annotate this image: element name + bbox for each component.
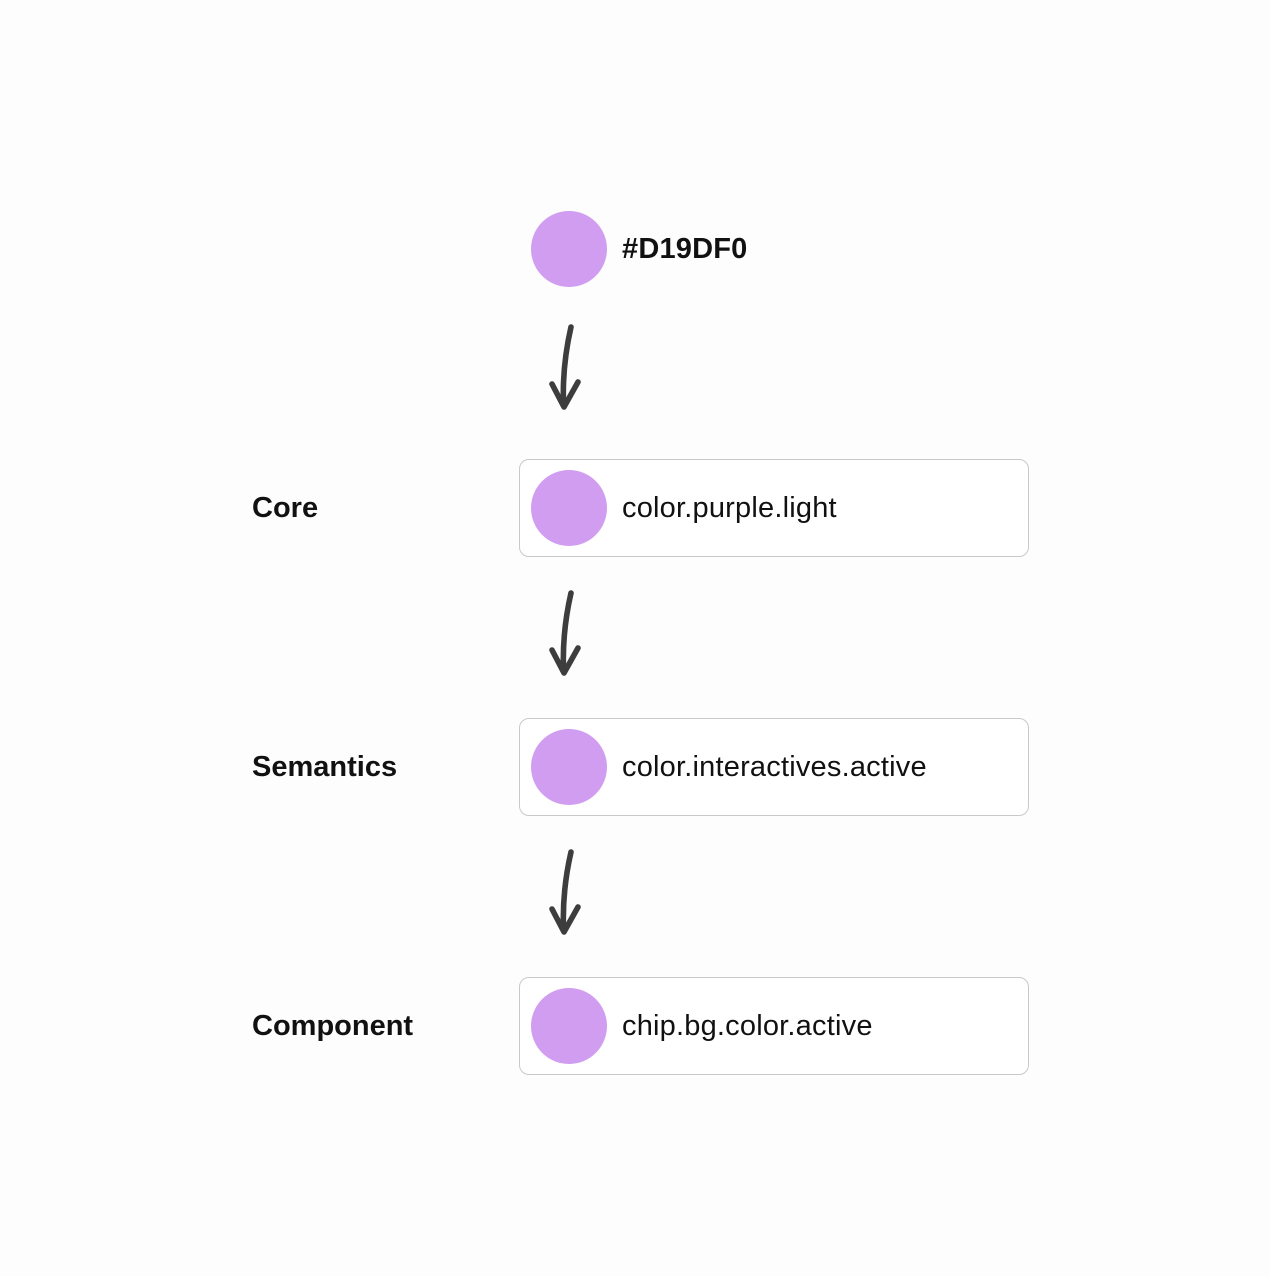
tier-label-component: Component — [252, 1010, 414, 1042]
color-swatch-icon — [531, 211, 607, 287]
token-box-core: color.purple.light — [519, 459, 1029, 557]
source-hex-label: #D19DF0 — [622, 232, 748, 265]
color-swatch-icon — [531, 470, 607, 546]
color-swatch-icon — [531, 729, 607, 805]
token-name-component: chip.bg.color.active — [622, 1009, 873, 1042]
tier-label-core: Core — [252, 492, 319, 524]
down-arrow-icon — [546, 848, 588, 940]
token-box-component: chip.bg.color.active — [519, 977, 1029, 1075]
token-box-semantics: color.interactives.active — [519, 718, 1029, 816]
color-swatch-icon — [531, 988, 607, 1064]
down-arrow-icon — [546, 589, 588, 681]
tier-label-semantics: Semantics — [252, 751, 398, 783]
source-token-row: #D19DF0 — [531, 211, 748, 287]
down-arrow-icon — [546, 323, 588, 415]
token-name-semantics: color.interactives.active — [622, 750, 927, 783]
token-name-core: color.purple.light — [622, 491, 837, 524]
